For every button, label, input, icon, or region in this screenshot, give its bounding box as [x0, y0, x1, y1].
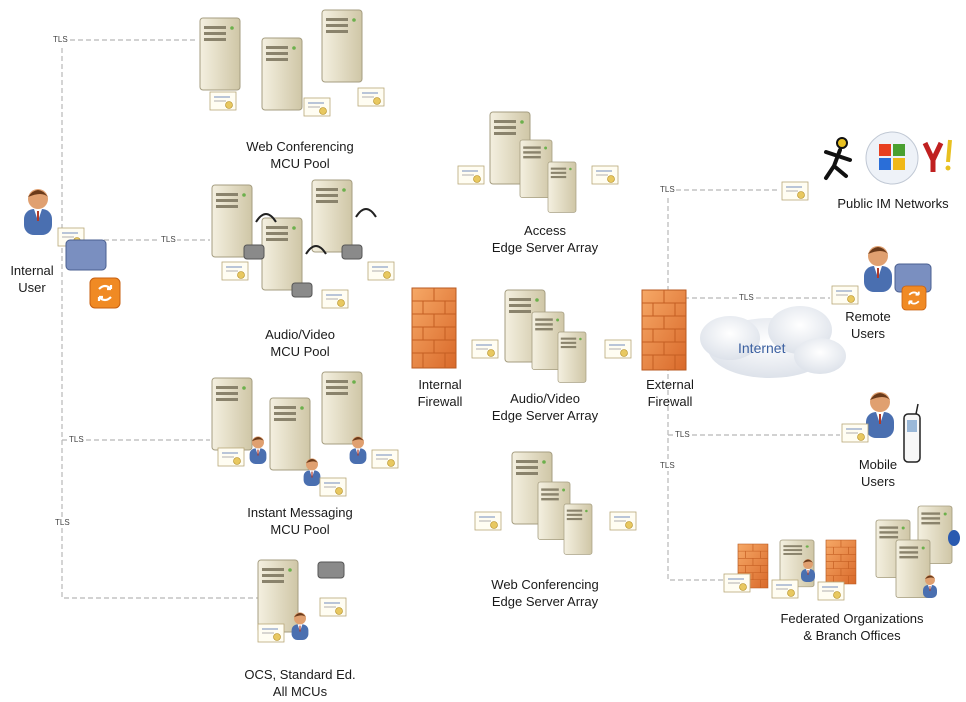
tls-label: TLS [52, 35, 69, 45]
federated-server-icons [779, 505, 953, 599]
internet-cloud-icon [700, 306, 846, 378]
windows-logo [865, 131, 919, 185]
av-edge-server-icons [504, 289, 587, 383]
yahoo-logo [922, 139, 952, 172]
av-mcu-camera-icons [243, 244, 363, 298]
mobile-users-phone-icon [903, 403, 921, 463]
internal-firewall-icon [411, 287, 457, 369]
web-conf-edge-server-icons [511, 451, 593, 555]
remote-users-certificate-icon [831, 285, 859, 305]
tls-label: TLS [68, 435, 85, 445]
ocs-standard-label: OCS, Standard Ed.All MCUs [244, 667, 356, 699]
external-firewall-icon [641, 289, 687, 371]
aim-logo [824, 137, 852, 180]
tls-label: TLS [674, 430, 691, 440]
connector-internal-trunk [61, 40, 258, 599]
tls-label: TLS [54, 518, 71, 528]
ocs-standard-server-icon [257, 559, 299, 633]
av-mcu-headset-icons [255, 208, 377, 255]
public-im-certificate-icon [781, 181, 809, 201]
tls-label: TLS [659, 461, 676, 471]
remote-users-communicator-icon [894, 263, 932, 311]
remote-users-person-icon [864, 246, 892, 292]
federated-database-icon [948, 530, 960, 546]
ocs-standard-camera-icon [317, 561, 345, 579]
public-im-label: Public IM Networks [837, 196, 949, 211]
mobile-users-certificate-icon [841, 423, 869, 443]
mobile-users-person-icon [866, 392, 894, 438]
access-edge-server-icons [489, 111, 577, 213]
federated-label: Federated Organizations& Branch Offices [780, 611, 924, 643]
internet-label: Internet [738, 340, 786, 356]
tls-label: TLS [738, 293, 755, 303]
tls-label: TLS [160, 235, 177, 245]
internal-user-person-icon [24, 189, 52, 235]
tls-label: TLS [659, 185, 676, 195]
internal-user-communicator-icon [65, 239, 122, 310]
